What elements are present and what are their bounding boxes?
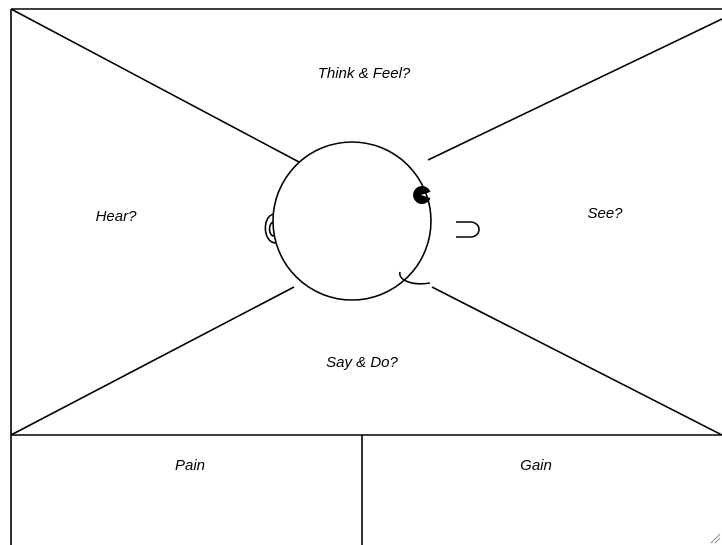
divider-top-left: [11, 9, 299, 162]
pain-gain-section: [11, 435, 722, 545]
hear-label: Hear?: [96, 208, 138, 225]
head-circle: [273, 142, 431, 300]
see-label: See?: [587, 205, 623, 222]
say-do-label: Say & Do?: [326, 354, 398, 371]
head-figure: [265, 142, 479, 300]
divider-bottom-left: [11, 287, 294, 435]
pain-label: Pain: [175, 457, 205, 474]
think-feel-label: Think & Feel?: [318, 65, 411, 82]
divider-top-right: [428, 19, 722, 160]
divider-bottom-right: [432, 287, 722, 435]
nose-icon: [456, 222, 479, 237]
gain-label: Gain: [520, 457, 552, 474]
resize-grip-icon[interactable]: [711, 534, 720, 543]
